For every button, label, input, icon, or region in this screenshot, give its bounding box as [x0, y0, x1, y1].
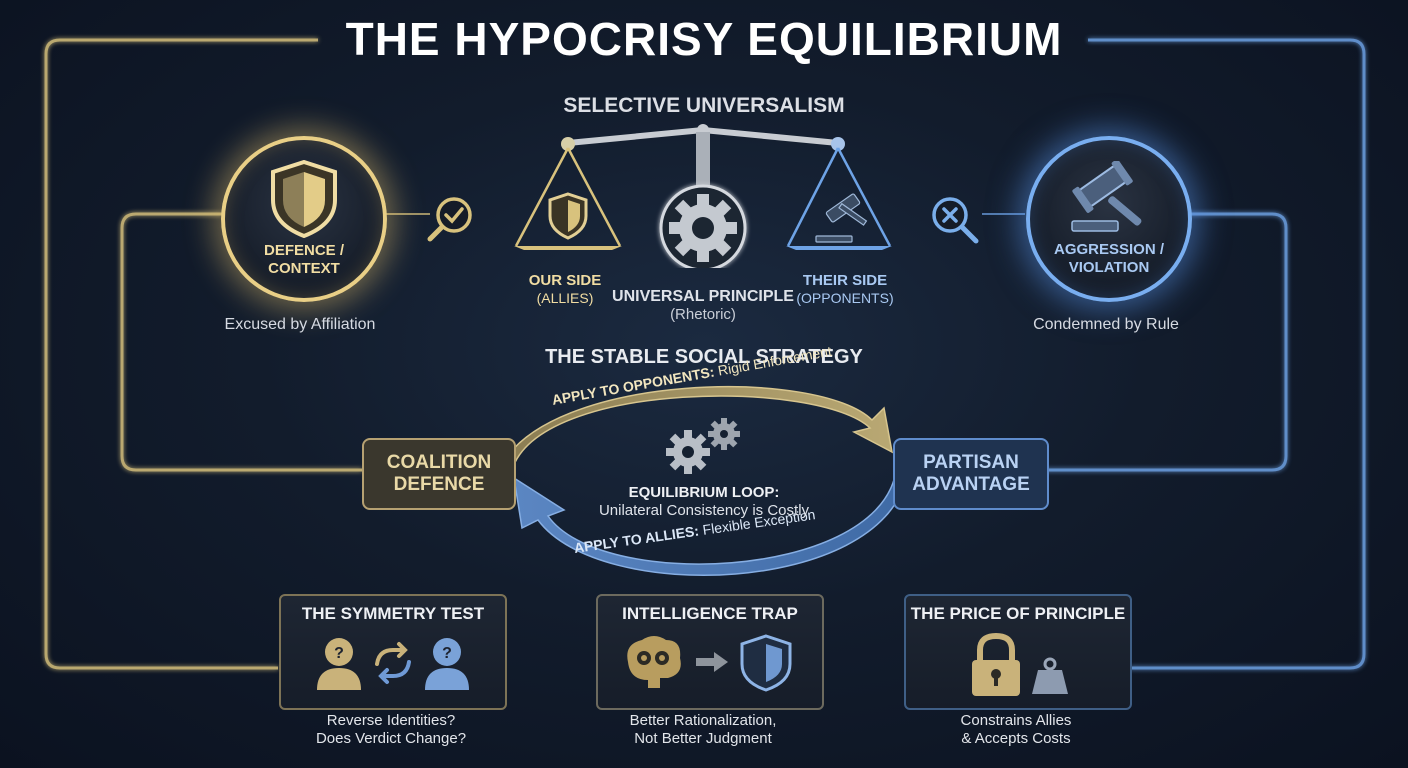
symmetry-icons: ? ?	[317, 638, 469, 690]
price-of-principle-card: THE PRICE OF PRINCIPLE	[904, 594, 1132, 710]
intelligence-icons	[627, 634, 792, 692]
loop-gears-icon	[666, 418, 740, 474]
brain-gears-icon	[627, 636, 681, 688]
small-gavel-icon	[815, 193, 868, 243]
symmetry-test-card: THE SYMMETRY TEST ? ?	[279, 594, 507, 710]
magnifier-check-icon	[427, 197, 472, 242]
inner-loop-left	[120, 212, 362, 472]
defence-context-node: DEFENCE / CONTEXT	[221, 136, 387, 302]
person-question-icon: ?	[317, 638, 361, 690]
svg-text:?: ?	[442, 645, 452, 662]
outer-frame-right	[1088, 38, 1366, 670]
gear-icon	[659, 184, 747, 268]
gavel-icon	[1071, 161, 1142, 232]
person-question-icon: ?	[425, 638, 469, 690]
arrow-apply-to-opponents	[498, 386, 894, 471]
universal-principle-sub: (Rhetoric)	[670, 306, 736, 323]
card-title: THE SYMMETRY TEST	[301, 604, 485, 623]
svg-text:?: ?	[334, 645, 344, 662]
intelligence-trap-card: INTELLIGENCE TRAP	[596, 594, 824, 710]
right-node-caption: Condemned by Rule	[1033, 316, 1179, 333]
aggression-line2: VIOLATION	[1068, 259, 1150, 276]
balance-scale	[514, 124, 892, 268]
magnifier-cross-icon	[932, 197, 979, 244]
defence-line1: DEFENCE /	[263, 242, 344, 259]
aggression-line1: AGGRESSION /	[1053, 241, 1165, 258]
partisan-line2: ADVANTAGE	[912, 474, 1030, 495]
inner-loop-right	[1045, 212, 1288, 472]
selective-universalism-heading: SELECTIVE UNIVERSALISM	[563, 94, 845, 117]
card-title: THE PRICE OF PRINCIPLE	[910, 604, 1126, 623]
principle-icons	[972, 632, 1068, 696]
principle-caption-1: Constrains Allies	[960, 712, 1072, 729]
arrow-right-icon	[696, 652, 728, 672]
weight-icon	[1032, 657, 1068, 694]
equilibrium-loop-sub: Unilateral Consistency is Costly	[598, 502, 810, 519]
symmetry-caption-2: Does Verdict Change?	[315, 730, 467, 747]
their-side-sub: (OPPONENTS)	[796, 290, 894, 306]
swap-arrows-icon	[375, 642, 411, 684]
principle-caption-2: & Accepts Costs	[961, 730, 1071, 747]
partisan-advantage-box: PARTISAN ADVANTAGE	[893, 438, 1049, 510]
coalition-line1: COALITION	[386, 452, 492, 473]
our-side-label: OUR SIDE	[528, 272, 602, 289]
equilibrium-loop-title: EQUILIBRIUM LOOP:	[628, 484, 780, 501]
coalition-defence-box: COALITION DEFENCE	[362, 438, 516, 510]
padlock-icon	[972, 632, 1020, 696]
coalition-line2: DEFENCE	[393, 474, 485, 495]
card-title: INTELLIGENCE TRAP	[622, 604, 798, 623]
shield-icon	[271, 160, 337, 238]
partisan-line1: PARTISAN	[923, 452, 1019, 473]
aggression-violation-node: AGGRESSION / VIOLATION	[1026, 136, 1192, 302]
intelligence-caption-2: Not Better Judgment	[634, 730, 772, 747]
universal-principle-label: UNIVERSAL PRINCIPLE	[612, 288, 794, 305]
stable-strategy-heading: THE STABLE SOCIAL STRATEGY	[545, 346, 863, 368]
small-shield-icon	[548, 192, 588, 240]
arrow-apply-to-allies	[512, 475, 907, 577]
shield-icon	[740, 634, 792, 692]
left-node-caption: Excused by Affiliation	[224, 316, 376, 333]
defence-line2: CONTEXT	[268, 260, 340, 277]
page-title: THE HYPOCRISY EQUILIBRIUM	[345, 13, 1063, 65]
outer-frame-left	[44, 38, 318, 670]
their-side-label: THEIR SIDE	[802, 272, 888, 289]
symmetry-caption-1: Reverse Identities?	[326, 712, 456, 729]
intelligence-caption-1: Better Rationalization,	[629, 712, 777, 729]
our-side-sub: (ALLIES)	[536, 290, 594, 306]
